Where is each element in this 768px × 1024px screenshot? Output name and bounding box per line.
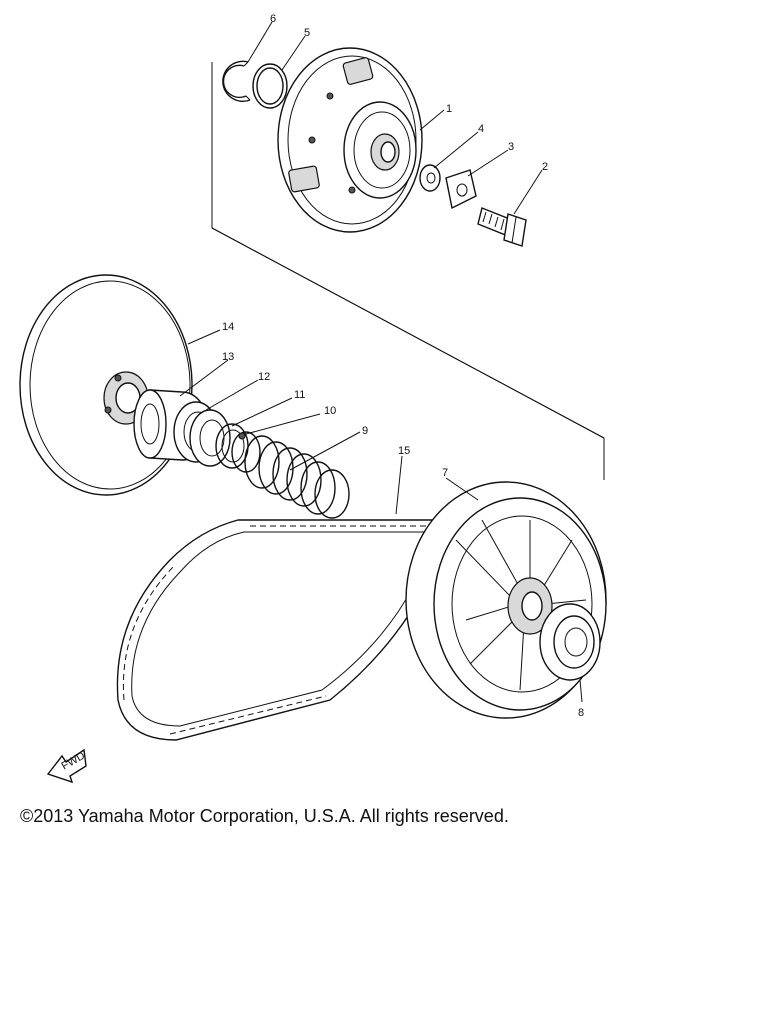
- callout-15: 15: [398, 445, 410, 457]
- drive-belt-part-15: [116, 519, 454, 741]
- washer-part-4: [419, 164, 441, 192]
- hub-part-8: [539, 603, 601, 681]
- callout-11: 11: [294, 389, 305, 401]
- callout-4: 4: [478, 123, 484, 135]
- movable-sheave-part-14: [19, 274, 193, 496]
- callout-10: 10: [324, 405, 336, 417]
- callout-1: 1: [446, 103, 452, 115]
- callout-14: 14: [222, 321, 234, 333]
- callout-numbers: 1 2 3 4 5 6 7 8 9 10 11 12 13 14 15: [222, 13, 584, 719]
- callout-3: 3: [508, 141, 514, 153]
- forward-direction-arrow: FWD: [46, 748, 87, 784]
- spring-part-9: [244, 435, 350, 519]
- circlip-part-6: [222, 60, 251, 103]
- lock-plate-part-3: [445, 169, 477, 210]
- bolt-part-2: [477, 207, 527, 247]
- exploded-parts-diagram: FWD 1 2 3 4 5 6 7 8 9 10 11 12 13 14 15: [19, 13, 607, 784]
- ring-part-5: [252, 63, 288, 109]
- top-leader-lines: [247, 21, 543, 215]
- callout-7: 7: [442, 467, 448, 479]
- callout-2: 2: [542, 161, 548, 173]
- callout-12: 12: [258, 371, 270, 383]
- fixed-sheave-part-1: [277, 47, 423, 233]
- copyright-notice: ©2013 Yamaha Motor Corporation, U.S.A. A…: [20, 806, 509, 826]
- lower-leader-lines: [179, 329, 583, 703]
- secondary-sheave-part-7: [405, 481, 607, 719]
- callout-9: 9: [362, 425, 368, 437]
- callout-13: 13: [222, 351, 234, 363]
- callout-6: 6: [270, 13, 276, 25]
- callout-5: 5: [304, 27, 310, 39]
- collar-part-12: [173, 401, 231, 467]
- assembly-frame-lines: [211, 62, 605, 480]
- callout-8: 8: [578, 707, 584, 719]
